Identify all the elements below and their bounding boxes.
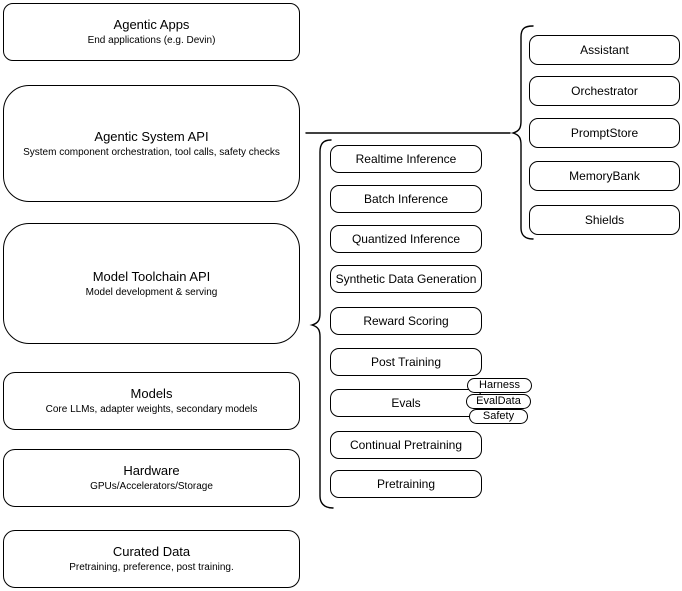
component-promptstore: PromptStore [529,118,680,148]
component-memorybank: MemoryBank [529,161,680,191]
service-label: Quantized Inference [351,232,461,246]
node-title: Curated Data [112,544,191,559]
service-label: Pretraining [376,477,436,491]
component-shields: Shields [529,205,680,235]
node-title: Models [130,386,173,401]
eval-tag-safety: Safety [469,409,528,424]
service-label: Continual Pretraining [349,438,463,452]
component-label: PromptStore [570,126,639,140]
component-assistant: Assistant [529,35,680,65]
node-title: Model Toolchain API [92,268,211,284]
component-label: Orchestrator [571,84,638,98]
eval-tag-label: Harness [479,379,520,391]
component-label: MemoryBank [569,169,640,183]
service-batch-inference: Batch Inference [330,185,482,213]
component-label: Assistant [580,43,629,57]
eval-tag-label: EvalData [476,395,521,407]
service-quantized-inference: Quantized Inference [330,225,482,253]
node-subtitle: System component orchestration, tool cal… [23,146,280,158]
node-subtitle: GPUs/Accelerators/Storage [90,481,213,492]
node-hardware: Hardware GPUs/Accelerators/Storage [3,449,300,507]
node-agentic-apps: Agentic Apps End applications (e.g. Devi… [3,3,300,61]
node-model-toolchain-api: Model Toolchain API Model development & … [3,223,300,344]
service-label: Realtime Inference [355,152,457,166]
node-models: Models Core LLMs, adapter weights, secon… [3,372,300,430]
service-reward-scoring: Reward Scoring [330,307,482,335]
eval-tag-label: Safety [482,410,515,422]
node-agentic-system-api: Agentic System API System component orch… [3,85,300,202]
service-evals: Evals [330,389,482,417]
service-label: Reward Scoring [363,314,449,328]
service-post-training: Post Training [330,348,482,376]
service-label: Batch Inference [363,192,449,206]
node-title: Agentic Apps [113,17,190,32]
service-continual-pretraining: Continual Pretraining [330,431,482,459]
system-components-brace [510,25,534,240]
node-subtitle: Pretraining, preference, post training. [69,562,234,573]
service-synthetic-data-generation: Synthetic Data Generation [330,265,482,293]
toolchain-services-bracket [309,139,334,509]
service-label: Synthetic Data Generation [335,272,477,286]
eval-tag-evaldata: EvalData [466,394,531,409]
service-pretraining: Pretraining [330,470,482,498]
service-realtime-inference: Realtime Inference [330,145,482,173]
node-title: Agentic System API [94,128,209,144]
service-label: Post Training [370,355,442,369]
service-label: Evals [391,396,421,410]
component-label: Shields [584,213,625,227]
node-title: Hardware [123,463,180,478]
node-subtitle: Model development & serving [85,286,218,298]
node-curated-data: Curated Data Pretraining, preference, po… [3,530,300,588]
node-subtitle: Core LLMs, adapter weights, secondary mo… [45,404,258,415]
node-subtitle: End applications (e.g. Devin) [87,35,216,46]
eval-tag-harness: Harness [467,378,532,393]
component-orchestrator: Orchestrator [529,76,680,106]
